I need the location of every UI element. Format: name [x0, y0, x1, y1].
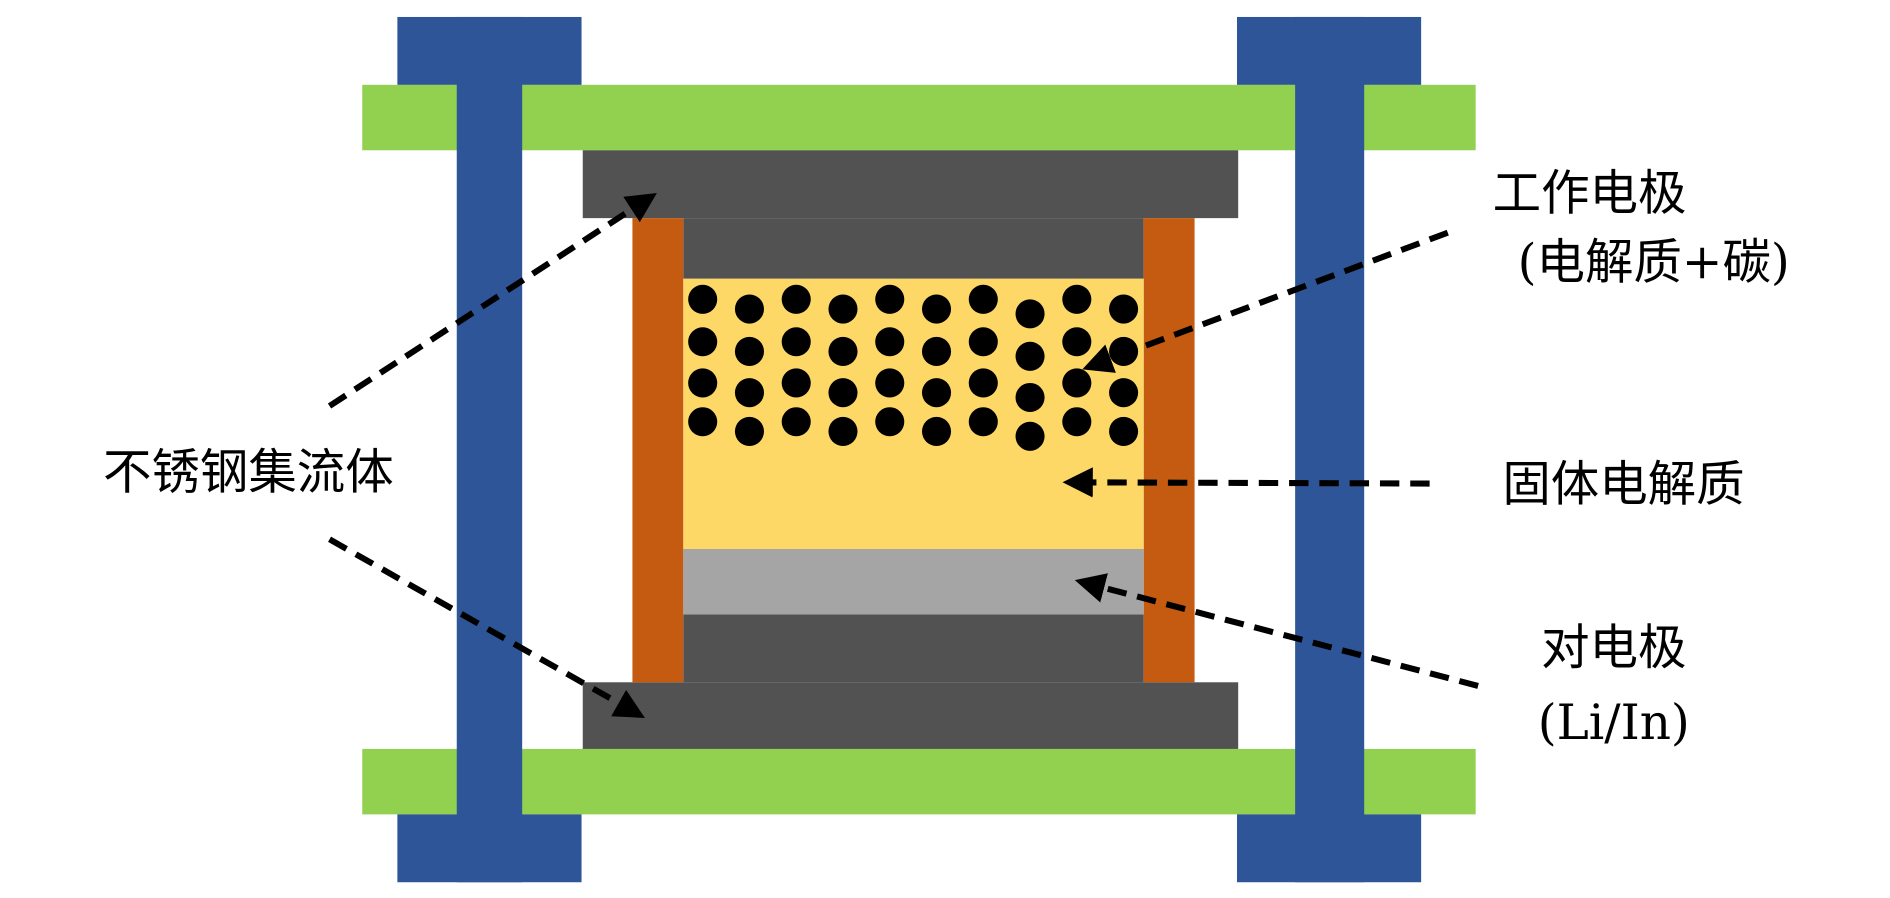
label-counter-electrode: 对电极	[1541, 620, 1686, 676]
carbon-particle	[1062, 407, 1092, 437]
bottom-current-collector	[582, 614, 1239, 749]
label-working-electrode-detail: (电解质+碳)	[1518, 235, 1790, 291]
carbon-particle	[828, 336, 858, 366]
carbon-particle	[828, 416, 858, 446]
carbon-particle	[1109, 294, 1139, 324]
carbon-particle	[875, 368, 905, 398]
carbon-particle	[875, 327, 905, 357]
carbon-particle	[921, 378, 952, 408]
top-green-plate	[362, 84, 1476, 151]
carbon-particle	[1062, 327, 1092, 357]
carbon-particle	[828, 294, 858, 324]
carbon-particle	[688, 368, 718, 398]
carbon-particle	[1015, 299, 1045, 329]
counter-electrode-layer	[683, 548, 1144, 615]
carbon-particle	[968, 368, 998, 398]
right-blue-bolt	[1236, 16, 1422, 883]
carbon-particle	[1015, 421, 1045, 451]
carbon-particle	[875, 284, 905, 314]
right-insulating-sleeve	[1143, 218, 1195, 683]
carbon-particle	[1062, 368, 1092, 398]
left-blue-bolt	[397, 16, 582, 883]
carbon-particle	[921, 336, 952, 366]
carbon-particle	[968, 284, 998, 314]
carbon-particle	[1015, 341, 1045, 371]
carbon-particle	[921, 416, 952, 446]
carbon-particle	[875, 407, 905, 437]
bottom-green-plate	[362, 748, 1476, 815]
arrow-working-electrode	[1082, 229, 1449, 373]
label-solid-electrolyte: 固体电解质	[1502, 456, 1744, 512]
carbon-particle	[968, 407, 998, 437]
carbon-particle	[828, 378, 858, 408]
carbon-particle	[781, 327, 811, 357]
carbon-particle	[688, 284, 718, 314]
carbon-particle	[734, 336, 764, 366]
carbon-particles	[688, 284, 1139, 451]
carbon-particle	[781, 407, 811, 437]
label-working-electrode: 工作电极	[1493, 166, 1687, 222]
carbon-particle	[688, 327, 718, 357]
carbon-particle	[734, 416, 764, 446]
arrow-counter-electrode	[1074, 573, 1479, 689]
left-insulating-sleeve	[632, 218, 684, 683]
carbon-particle	[734, 294, 764, 324]
label-current-collector: 不锈钢集流体	[103, 444, 394, 500]
carbon-particle	[921, 294, 952, 324]
carbon-particle	[1109, 416, 1139, 446]
carbon-particle	[1062, 284, 1092, 314]
carbon-particle	[688, 407, 718, 437]
carbon-particle	[968, 327, 998, 357]
carbon-particle	[781, 284, 811, 314]
carbon-particle	[1109, 378, 1139, 408]
arrow-solid-electrolyte	[1062, 467, 1430, 498]
top-current-collector	[582, 150, 1239, 279]
carbon-particle	[1015, 382, 1045, 413]
carbon-particle	[734, 378, 764, 408]
arrow-collector-top	[327, 193, 657, 409]
label-counter-electrode-detail: (Li/In)	[1538, 695, 1690, 751]
carbon-particle	[781, 368, 811, 398]
